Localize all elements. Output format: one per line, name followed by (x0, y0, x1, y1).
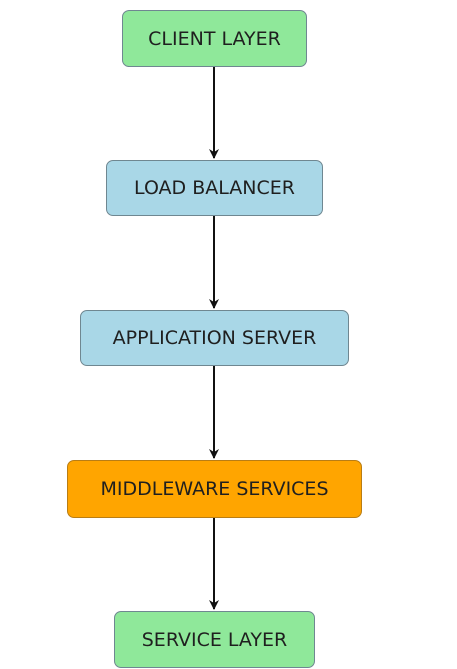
load-balancer-node: LOAD BALANCER (106, 160, 323, 216)
client-layer-label: CLIENT LAYER (148, 27, 281, 50)
application-server-node: APPLICATION SERVER (80, 310, 349, 366)
middleware-services-label: MIDDLEWARE SERVICES (100, 478, 329, 500)
client-layer-node: CLIENT LAYER (122, 10, 307, 67)
service-layer-label: SERVICE LAYER (141, 628, 288, 651)
load-balancer-label: LOAD BALANCER (134, 177, 295, 199)
middleware-services-node: MIDDLEWARE SERVICES (67, 460, 362, 518)
service-layer-node: SERVICE LAYER (114, 611, 315, 668)
application-server-label: APPLICATION SERVER (112, 327, 317, 349)
